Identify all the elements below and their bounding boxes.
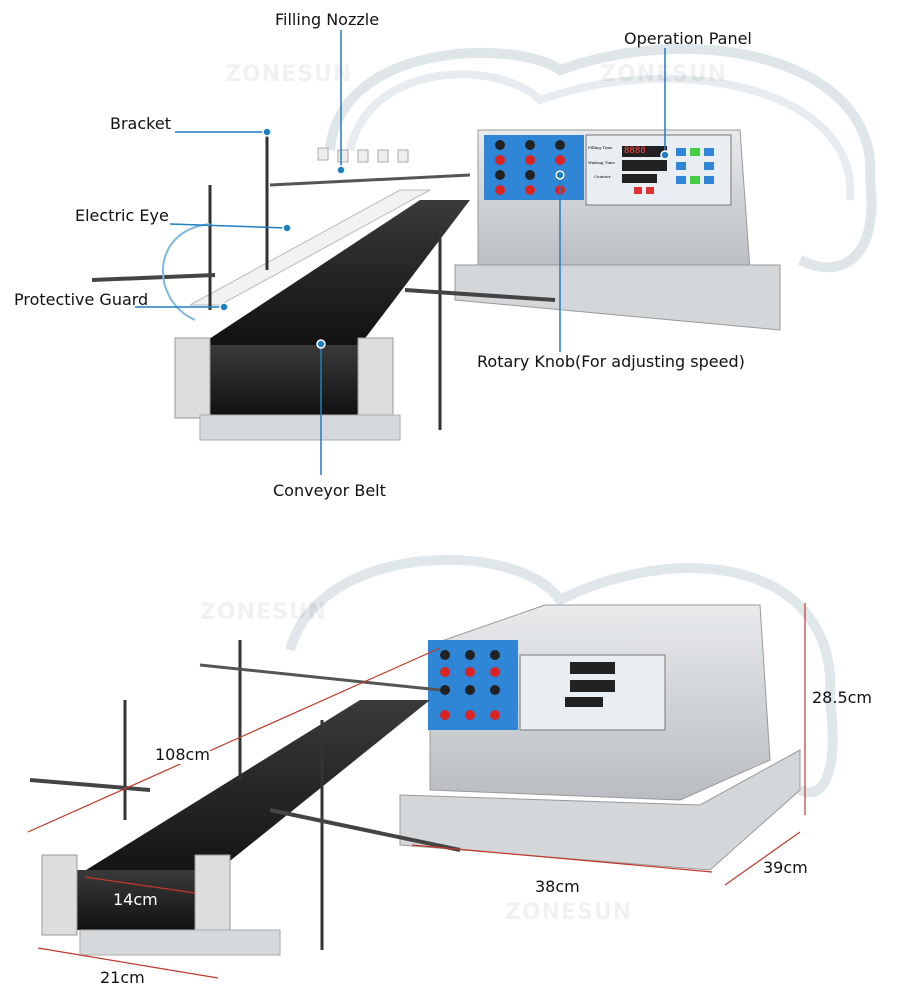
dimension-conveyor-width: 21cm (100, 968, 145, 987)
dimension-pump-depth: 39cm (763, 858, 808, 877)
label-filling-nozzle: Filling Nozzle (275, 10, 380, 29)
panel-display: 8888 (624, 146, 646, 156)
rotary-knob-marker (555, 170, 565, 180)
panel-filling-time: Filling Time (588, 145, 613, 150)
watermark: ZONESUN (225, 62, 353, 87)
dimension-height: 28.5cm (812, 688, 873, 707)
dimension-belt-width: 14cm (113, 890, 158, 909)
label-electric-eye: Electric Eye (75, 206, 169, 225)
bottom-machine (29, 555, 838, 956)
dimension-pump-width: 38cm (535, 877, 580, 896)
watermark: ZONESUN (200, 600, 328, 625)
callout-lines (135, 30, 666, 475)
label-protective-guard: Protective Guard (14, 290, 149, 309)
label-bracket: Bracket (110, 114, 171, 133)
electric-eye-marker (282, 223, 292, 233)
top-machine (91, 43, 877, 441)
conveyor-belt (205, 345, 360, 415)
label-rotary-knob: Rotary Knob(For adjusting speed) (477, 352, 745, 371)
panel-waiting-time: Waiting Time (588, 160, 615, 165)
operation-panel-marker (660, 150, 670, 160)
label-operation-panel: Operation Panel (624, 29, 752, 48)
dimension-lines (27, 603, 806, 979)
label-conveyor-belt: Conveyor Belt (273, 481, 386, 500)
watermark: ZONESUN (600, 62, 728, 87)
watermark: ZONESUN (505, 900, 633, 925)
filling-nozzle-marker (336, 165, 346, 175)
conveyor-belt-marker (316, 339, 326, 349)
bracket-marker (262, 127, 272, 137)
panel-counter: Counter (594, 174, 611, 179)
dimension-length: 108cm (155, 745, 210, 764)
protective-guard-marker (219, 302, 229, 312)
